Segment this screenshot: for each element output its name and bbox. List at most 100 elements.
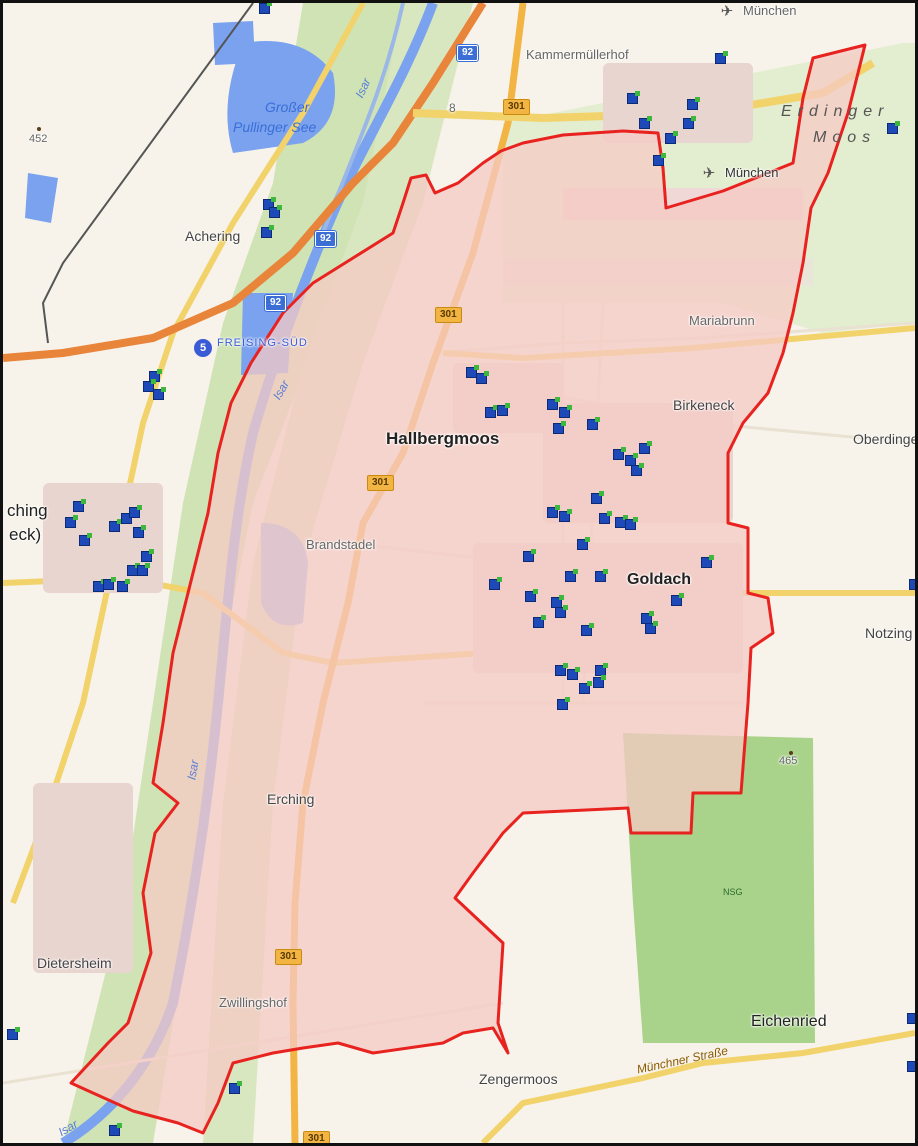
- grosser-pullinger-see: [227, 41, 335, 153]
- community-boundary[interactable]: [69, 43, 867, 1135]
- label-ching: ching: [7, 501, 48, 520]
- shield-a92-south: 92: [263, 294, 288, 312]
- poi-marker[interactable]: [153, 387, 166, 400]
- poi-marker[interactable]: [129, 505, 142, 518]
- poi-marker[interactable]: [133, 525, 146, 538]
- label-mariabrunn: Mariabrunn: [689, 313, 755, 328]
- poi-marker[interactable]: [671, 593, 684, 606]
- label-dietersheim: Dietersheim: [37, 955, 112, 971]
- label-hallbergmoos: Hallbergmoos: [386, 429, 500, 448]
- label-erdinger: Erdinger: [781, 103, 890, 120]
- elevation-dot-452: [37, 127, 41, 131]
- poi-marker[interactable]: [259, 3, 272, 14]
- poi-marker[interactable]: [229, 1081, 242, 1094]
- label-notzing: Notzing: [865, 625, 913, 641]
- poi-marker[interactable]: [625, 517, 638, 530]
- poi-marker[interactable]: [687, 97, 700, 110]
- label-pullinger-see: Pullinger See: [233, 119, 317, 135]
- poi-marker[interactable]: [109, 1123, 122, 1136]
- poi-marker[interactable]: [476, 371, 489, 384]
- poi-marker[interactable]: [559, 509, 572, 522]
- poi-marker[interactable]: [141, 549, 154, 562]
- poi-marker[interactable]: [613, 447, 626, 460]
- poi-marker[interactable]: [103, 577, 116, 590]
- poi-marker[interactable]: [599, 511, 612, 524]
- poi-marker[interactable]: [525, 589, 538, 602]
- lake-west: [25, 173, 58, 223]
- poi-marker[interactable]: [639, 441, 652, 454]
- poi-marker[interactable]: [907, 1061, 915, 1072]
- poi-marker[interactable]: [489, 577, 502, 590]
- poi-marker[interactable]: [547, 505, 560, 518]
- poi-marker[interactable]: [523, 549, 536, 562]
- poi-marker[interactable]: [547, 397, 560, 410]
- poi-marker[interactable]: [143, 379, 156, 392]
- poi-marker[interactable]: [555, 605, 568, 618]
- shield-b301-bottom: 301: [303, 1131, 330, 1143]
- poi-marker[interactable]: [553, 421, 566, 434]
- route-8-label: 8: [449, 101, 456, 115]
- poi-marker[interactable]: [909, 579, 915, 590]
- poi-marker[interactable]: [645, 621, 658, 634]
- poi-marker[interactable]: [593, 675, 606, 688]
- poi-marker[interactable]: [261, 225, 274, 238]
- label-moos: Moos: [813, 129, 877, 146]
- map-canvas[interactable]: [3, 3, 915, 1143]
- poi-marker[interactable]: [715, 51, 728, 64]
- poi-marker[interactable]: [466, 365, 479, 378]
- poi-marker[interactable]: [665, 131, 678, 144]
- poi-marker[interactable]: [497, 403, 510, 416]
- poi-marker[interactable]: [701, 555, 714, 568]
- poi-marker[interactable]: [567, 667, 580, 680]
- poi-marker[interactable]: [577, 537, 590, 550]
- poi-marker[interactable]: [533, 615, 546, 628]
- poi-marker[interactable]: [109, 519, 122, 532]
- label-muenchen-top: München: [743, 3, 797, 18]
- shield-b301-mid: 301: [435, 307, 462, 323]
- poi-marker[interactable]: [555, 663, 568, 676]
- poi-marker[interactable]: [557, 697, 570, 710]
- poi-marker[interactable]: [65, 515, 78, 528]
- poi-marker[interactable]: [627, 91, 640, 104]
- poi-marker[interactable]: [263, 197, 276, 210]
- shield-b301-south: 301: [367, 475, 394, 491]
- poi-marker[interactable]: [907, 1013, 915, 1024]
- poi-marker[interactable]: [887, 121, 900, 134]
- label-nsg: NSG: [723, 887, 743, 897]
- label-achering: Achering: [185, 228, 241, 244]
- elevation-452: 452: [29, 133, 48, 145]
- poi-marker[interactable]: [79, 533, 92, 546]
- poi-marker[interactable]: [579, 681, 592, 694]
- poi-marker[interactable]: [591, 491, 604, 504]
- poi-marker[interactable]: [269, 205, 282, 218]
- poi-marker[interactable]: [625, 453, 638, 466]
- label-birkeneck: Birkeneck: [673, 397, 735, 413]
- poi-marker[interactable]: [137, 563, 150, 576]
- railway-line: [41, 3, 254, 344]
- shield-b301-far-south: 301: [275, 949, 302, 965]
- poi-marker[interactable]: [117, 579, 130, 592]
- poi-marker[interactable]: [581, 623, 594, 636]
- poi-marker[interactable]: [559, 405, 572, 418]
- exit-5-marker: 5: [194, 339, 212, 357]
- poi-marker[interactable]: [595, 569, 608, 582]
- shield-a92-north: 92: [455, 44, 480, 62]
- label-zwillingshof: Zwillingshof: [219, 995, 287, 1010]
- poi-marker[interactable]: [565, 569, 578, 582]
- poi-marker[interactable]: [631, 463, 644, 476]
- poi-marker[interactable]: [587, 417, 600, 430]
- poi-marker[interactable]: [639, 116, 652, 129]
- shield-a92-mid: 92: [313, 230, 338, 248]
- poi-marker[interactable]: [653, 153, 666, 166]
- poi-marker[interactable]: [683, 116, 696, 129]
- elevation-465: 465: [779, 755, 798, 767]
- airport-icon: ✈: [702, 165, 716, 182]
- poi-marker[interactable]: [485, 405, 498, 418]
- poi-marker[interactable]: [7, 1027, 20, 1040]
- poi-marker[interactable]: [73, 499, 86, 512]
- lake-small-north: [213, 21, 255, 65]
- label-eck: eck): [9, 525, 42, 544]
- poi-marker[interactable]: [595, 663, 608, 676]
- shield-b301-north: 301: [503, 99, 530, 115]
